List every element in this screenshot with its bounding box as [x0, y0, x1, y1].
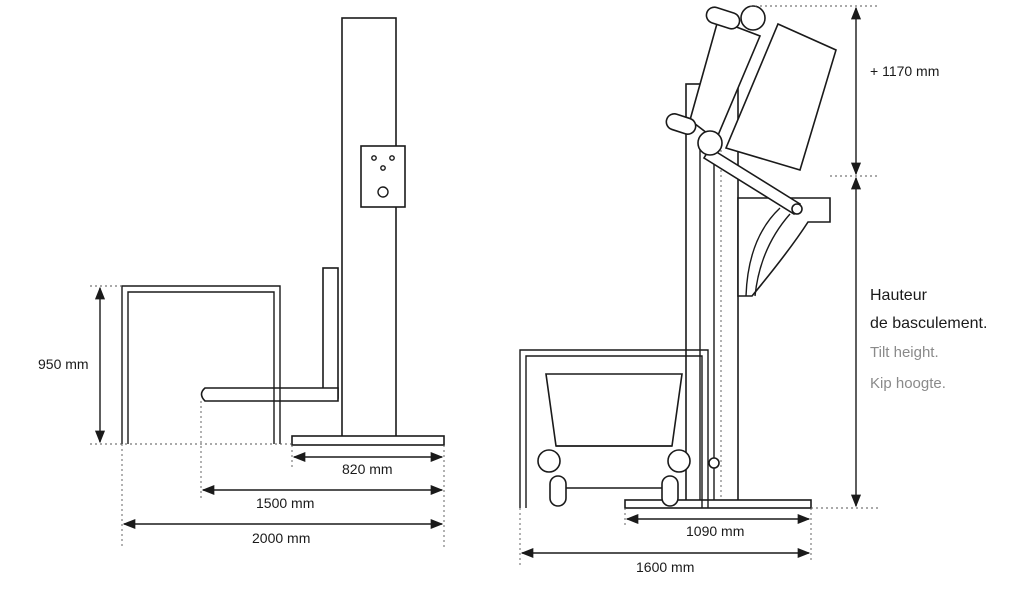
cart-with-bin	[519, 349, 720, 508]
right-base-plate	[624, 499, 812, 509]
dim-1500-label: 1500 mm	[256, 495, 314, 511]
tilt-height-fr-line2: de basculement.	[870, 315, 987, 332]
left-lift-view: 950 mm 820 mm 1500 mm 2000 mm	[38, 17, 445, 548]
tilt-height-fr-line1: Hauteur	[870, 287, 928, 304]
dim-1170-label: + 1170 mm	[870, 63, 939, 79]
control-panel	[360, 145, 406, 208]
dim-950-label: 950 mm	[38, 356, 89, 372]
dim-2000-label: 2000 mm	[252, 530, 310, 546]
left-mast	[341, 17, 397, 439]
dim-1090-label: 1090 mm	[686, 523, 744, 539]
arm-pivot	[791, 203, 803, 215]
tilt-bracket	[737, 197, 831, 297]
dim-820-label: 820 mm	[342, 461, 393, 477]
right-lift-view: + 1170 mm Hauteur de basculement. Tilt h…	[519, 5, 987, 575]
cart-frame	[121, 285, 281, 444]
dim-1600-label: 1600 mm	[636, 559, 694, 575]
tilted-bin	[665, 5, 837, 171]
tilt-height-nl: Kip hoogte.	[870, 375, 946, 392]
fork-arm	[200, 387, 339, 402]
carriage-plate	[322, 267, 339, 399]
left-base-plate	[291, 435, 445, 446]
tilt-height-en: Tilt height.	[870, 344, 939, 361]
